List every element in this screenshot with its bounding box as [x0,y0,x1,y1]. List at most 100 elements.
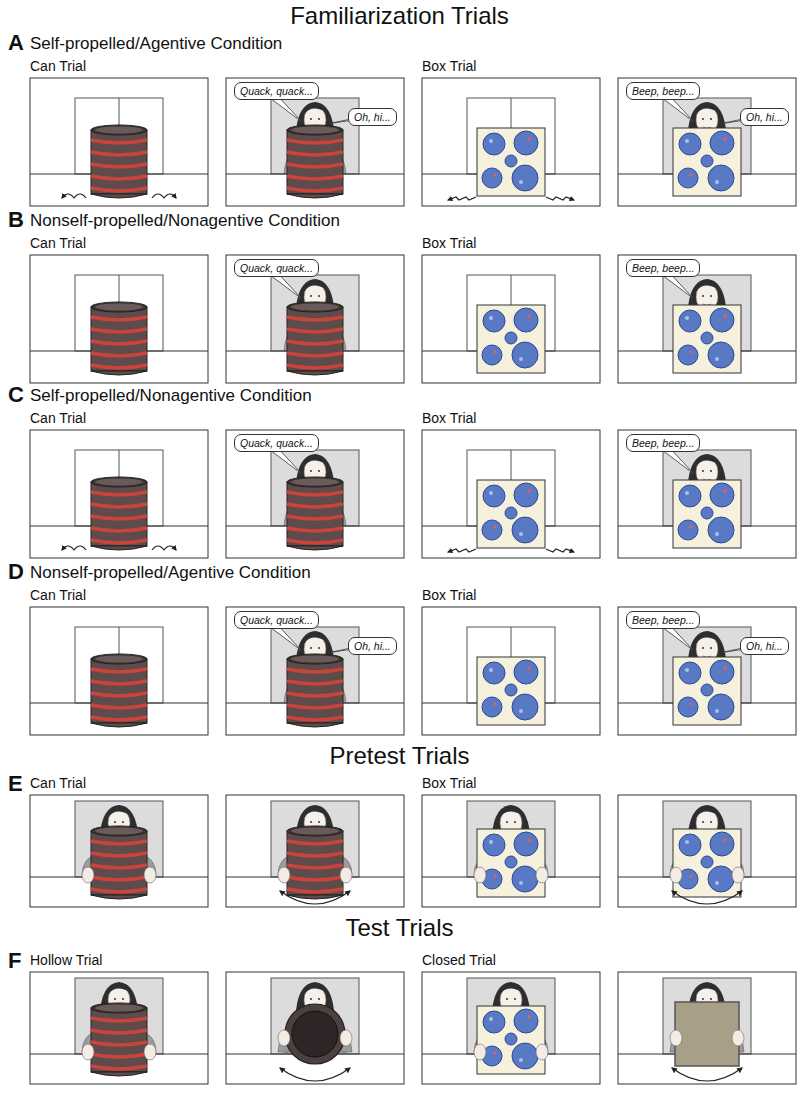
panel-letter: D [8,559,24,584]
trial-label-text: Box Trial [422,58,476,74]
section-heading: Test Trials [0,914,799,942]
condition-heading-text: Nonself-propelled/Agentive Condition [30,563,311,582]
motion-arrows [448,197,574,200]
box-object [477,829,545,897]
trial-panel [422,607,600,735]
trial-label: Box Trial [422,410,476,426]
speech-bubble: Oh, hi... [740,108,789,126]
panel-frame [30,607,208,735]
trial-label: Box Trial [422,235,476,251]
panel-frame [422,795,600,907]
trial-label-text: Can Trial [30,58,86,74]
can-object [91,302,147,375]
panel-frame [618,255,796,383]
panel-frame [422,607,600,735]
box-object [477,1006,545,1074]
panel-letter: E [8,771,23,796]
condition-heading: Nonself-propelled/Agentive Condition [30,563,311,583]
hollow-can-view [285,1004,345,1064]
panel-frame [226,78,404,206]
panel-frame [226,795,404,907]
trial-label-text: Can Trial [30,410,86,426]
trial-panel [30,430,208,558]
trial-panel [618,78,796,206]
trial-panel [226,255,404,383]
hands [670,867,744,883]
can-object [91,1003,147,1076]
box-object [673,128,741,196]
trial-label-text: Closed Trial [422,952,496,968]
trial-label: Can Trial [30,410,86,426]
speech-text: Oh, hi... [746,640,783,652]
motion-arrows [448,549,574,552]
trial-panel [226,430,404,558]
trial-label-text: Hollow Trial [30,952,102,968]
can-object [287,654,343,727]
trial-label-text: Box Trial [422,235,476,251]
speech-text: Quack, quack... [240,437,313,449]
trial-panel [618,607,796,735]
trial-label-text: Can Trial [30,587,86,603]
condition-heading-text: Self-propelled/Nonagentive Condition [30,386,312,405]
can-object [287,302,343,375]
motion-arrows [62,546,176,550]
speech-bubble: Beep, beep... [626,434,700,452]
can-object [287,477,343,550]
speech-bubble: Quack, quack... [234,611,319,629]
trial-panel [618,255,796,383]
rotation-arrows [672,891,742,904]
speech-text: Quack, quack... [240,262,313,274]
can-object [91,654,147,727]
trial-label-text: Box Trial [422,587,476,603]
rotation-arrows [280,1068,350,1081]
panel-frame [30,972,208,1084]
trial-panel [30,795,208,907]
speech-bubble: Beep, beep... [626,611,700,629]
speech-text: Oh, hi... [746,111,783,123]
speech-text: Oh, hi... [354,640,391,652]
speech-text: Quack, quack... [240,614,313,626]
panel-frame [226,607,404,735]
panel-letter-text: C [8,382,24,407]
trial-label-text: Box Trial [422,410,476,426]
panel-frame [226,430,404,558]
speech-bubble: Oh, hi... [348,108,397,126]
speech-text: Quack, quack... [240,85,313,97]
trial-label-text: Can Trial [30,235,86,251]
panel-frame [422,78,600,206]
panel-letter-text: B [8,207,24,232]
trial-panel [422,972,600,1084]
box-object [477,305,545,373]
trial-label: Can Trial [30,587,86,603]
speech-bubble: Beep, beep... [626,82,700,100]
panel-letter: B [8,207,24,232]
closed-box-view [675,1002,739,1066]
trial-label-text: Can Trial [30,775,86,791]
trial-panel [30,78,208,206]
box-object [673,480,741,548]
hands [278,867,352,883]
trial-panel [618,430,796,558]
trial-panel [30,255,208,383]
panel-letter: C [8,382,24,407]
trial-panel [422,255,600,383]
panel-frame [422,430,600,558]
panel-frame [30,795,208,907]
panel-frame [618,972,796,1084]
condition-heading-text: Nonself-propelled/Nonagentive Condition [30,211,340,230]
speech-bubble: Beep, beep... [626,259,700,277]
can-object [91,125,147,198]
trial-panel [422,78,600,206]
speech-text: Beep, beep... [632,262,694,274]
speech-bubble: Quack, quack... [234,434,319,452]
trial-panel [226,972,404,1084]
panel-letter-text: D [8,559,24,584]
panel-frame [226,972,404,1084]
speech-bubble: Oh, hi... [348,637,397,655]
trial-label: Can Trial [30,775,86,791]
hands [670,1030,744,1046]
trial-label-text: Box Trial [422,775,476,791]
speech-text: Beep, beep... [632,85,694,97]
trial-label: Closed Trial [422,952,496,968]
panel-letter: F [8,948,21,973]
